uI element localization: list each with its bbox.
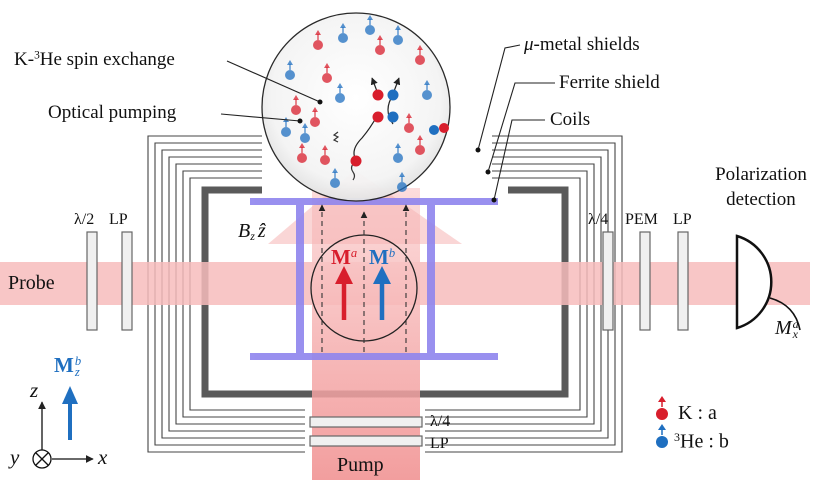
detect-lp-label: LP: [673, 211, 692, 228]
optical-elements: [86, 231, 689, 447]
ferrite-shield-label: Ferrite shield: [559, 72, 660, 93]
potassium-atom: [291, 95, 301, 115]
probe-linear-polarizer: [121, 231, 133, 331]
pump-quarter-wave-label: λ/4: [430, 413, 451, 430]
optical-pumping-label: Optical pumping: [48, 102, 177, 123]
potassium-atom: [320, 145, 330, 165]
leader-lines: [220, 44, 555, 201]
mu-metal-label: μ-metal shields: [524, 34, 640, 55]
potassium-atom: [415, 135, 425, 155]
central-atoms: [350, 89, 449, 167]
half-wave-label: λ/2: [74, 211, 95, 228]
helium-atom: [335, 83, 345, 103]
mzb-arrow: [62, 386, 78, 440]
detect-quarter-wave-plate: [602, 231, 614, 331]
helium-atom: [393, 25, 403, 45]
pump-quarter-wave-plate: [309, 416, 423, 428]
pump-linear-polarizer: [309, 435, 423, 447]
coils: [250, 198, 498, 360]
detect-quarter-wave-label: λ/4: [588, 211, 609, 228]
leader-dots: [297, 99, 497, 203]
ma-label: Ma: [331, 245, 358, 269]
photoelastic-modulator: [639, 231, 651, 331]
mb-label: Mb: [369, 245, 396, 269]
legend-k: K : a: [678, 402, 717, 424]
polarization-label-2: detection: [726, 189, 796, 210]
helium-atom: [330, 168, 340, 188]
atom-field: [281, 15, 432, 192]
legend-markers: [656, 396, 668, 448]
helium-atom: [393, 143, 403, 163]
potassium-atom: [322, 63, 332, 83]
axis-z-label: z: [30, 378, 39, 402]
axis-x-label: x: [98, 445, 108, 469]
coils-label: Coils: [550, 109, 591, 130]
potassium-atom: [404, 113, 414, 133]
helium-atom: [397, 172, 407, 192]
pem-label: PEM: [625, 211, 658, 228]
pump-light-cone: [268, 170, 462, 244]
pump-rays: [318, 204, 410, 352]
polarization-label-1: Polarization: [715, 164, 807, 185]
legend-he: 3He : b: [674, 430, 729, 453]
potassium-atom: [375, 35, 385, 55]
helium-atom: [300, 123, 310, 143]
potassium-atom: [310, 107, 320, 127]
helium-atom: [422, 80, 432, 100]
zoom-bubble: [261, 12, 451, 202]
pump-lp-label: LP: [430, 435, 449, 452]
helium-atom: [365, 15, 375, 35]
axis-y-label: y: [10, 445, 20, 469]
coordinate-axes: [32, 401, 94, 469]
detect-linear-polarizer: [677, 231, 689, 331]
probe-lp-label: LP: [109, 211, 128, 228]
probe-label: Probe: [8, 272, 55, 294]
helium-atom: [285, 60, 295, 80]
probe-half-wave-plate: [86, 231, 98, 331]
helium-atom: [338, 23, 348, 43]
potassium-atom: [313, 30, 323, 50]
spin-exchange-label: K-3He spin exchange: [14, 49, 175, 70]
photodetector: [735, 234, 801, 331]
potassium-atom: [415, 45, 425, 65]
pump-label: Pump: [337, 454, 384, 476]
potassium-atom: [297, 143, 307, 163]
magnetization-arrows: [335, 266, 391, 320]
